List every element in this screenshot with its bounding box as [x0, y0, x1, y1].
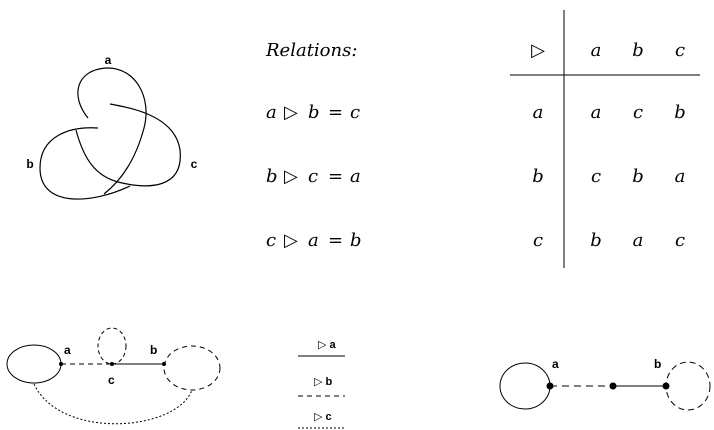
relation-2-op: ▷ — [284, 166, 298, 187]
relation-2-result: a — [350, 166, 361, 187]
relation-1-eq: = — [328, 102, 343, 123]
relation-1-result: c — [350, 102, 360, 123]
relation-3-left: c — [266, 230, 276, 251]
table-row-label-b: b — [532, 166, 544, 187]
table-col-header-b: b — [632, 40, 644, 61]
loop-a — [6, 344, 62, 384]
relation-2-right: c — [308, 166, 318, 187]
table-cell: a — [675, 166, 686, 187]
relation-3-eq: = — [328, 230, 343, 251]
node-a — [59, 362, 63, 366]
operation-table: ▷ a b c a a c b b c b a c b a c — [510, 10, 700, 268]
knot-label-a: a — [105, 53, 112, 67]
table-col-header-c: c — [675, 40, 685, 61]
table-cell: a — [633, 230, 644, 251]
node-b-right — [662, 382, 670, 390]
knot-label-c: c — [191, 157, 198, 171]
knot-arc-b — [39, 127, 131, 200]
table-corner-operator: ▷ — [531, 40, 545, 61]
table-cell: b — [674, 102, 686, 123]
relations-heading: Relations: — [265, 40, 357, 61]
knot-arc-a — [77, 67, 147, 195]
relation-2-eq: = — [328, 166, 343, 187]
legend-label-b: ▷ b — [314, 376, 333, 388]
edge-legend: ▷ a ▷ b ▷ c — [298, 339, 345, 429]
relation-1-left: a — [266, 102, 277, 123]
legend-label-c: ▷ c — [314, 411, 332, 423]
table-row-label-a: a — [533, 102, 544, 123]
relation-3-op: ▷ — [284, 230, 298, 251]
relation-3: c ▷ a = b — [266, 230, 362, 251]
node-mid-right — [609, 382, 617, 390]
relation-1-op: ▷ — [284, 102, 298, 123]
graph-right-label-b: b — [654, 357, 661, 371]
knot-arc-c — [75, 103, 181, 187]
table-row-label-c: c — [533, 230, 543, 251]
loop-a-right — [499, 362, 551, 410]
relation-2-left: b — [266, 166, 278, 187]
graph-right-label-a: a — [552, 357, 559, 371]
node-c — [110, 362, 114, 366]
relation-3-right: a — [308, 230, 319, 251]
graph-left-label-c: c — [108, 373, 115, 387]
relation-2: b ▷ c = a — [266, 166, 361, 187]
table-cell: b — [632, 166, 644, 187]
loop-c-dashed — [97, 327, 127, 365]
graph-left-label-b: b — [150, 343, 157, 357]
table-cell: b — [590, 230, 602, 251]
node-b — [162, 362, 166, 366]
graph-left-label-a: a — [64, 343, 71, 357]
knot-label-b: b — [26, 157, 33, 171]
relation-1-right: b — [308, 102, 320, 123]
table-cell: c — [591, 166, 601, 187]
trefoil-knot — [39, 67, 181, 200]
node-a-right — [546, 382, 554, 390]
graph-right — [499, 361, 711, 411]
table-cell: c — [675, 230, 685, 251]
table-col-header-a: a — [591, 40, 602, 61]
loop-b-dashed — [163, 345, 221, 391]
loop-b-dashed-right — [665, 361, 711, 411]
edge-a-b-dotted — [33, 383, 193, 425]
legend-label-a: ▷ a — [318, 339, 337, 351]
table-cell: a — [591, 102, 602, 123]
table-cell: c — [633, 102, 643, 123]
relation-1: a ▷ b = c — [266, 102, 360, 123]
relation-3-result: b — [350, 230, 362, 251]
